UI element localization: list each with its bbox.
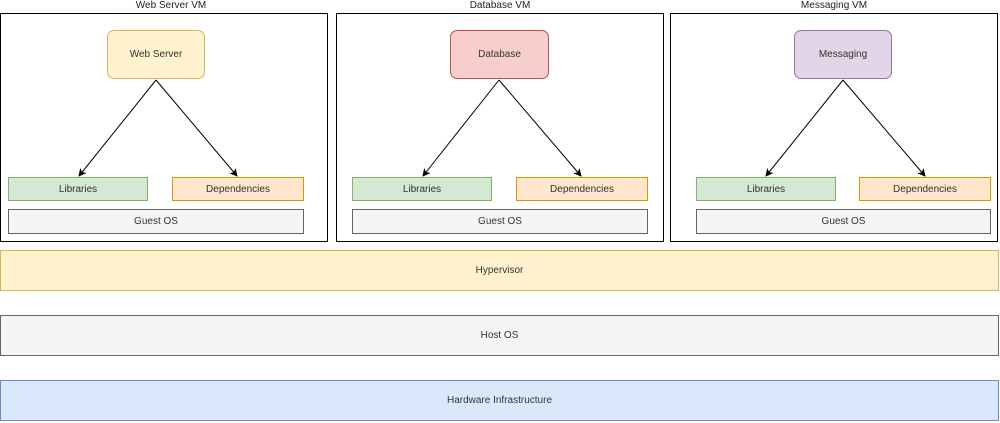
messaging-libraries-box[interactable]: Libraries: [696, 177, 836, 201]
database-dependencies-box[interactable]: Dependencies: [516, 177, 648, 201]
database-libraries-box[interactable]: Libraries: [352, 177, 492, 201]
web-server-libraries-box[interactable]: Libraries: [8, 177, 148, 201]
database-guest-os-box[interactable]: Guest OS: [352, 209, 648, 234]
hardware-infrastructure-layer[interactable]: Hardware Infrastructure: [0, 380, 999, 421]
database-vm-title: Database VM: [469, 0, 531, 11]
web-server-box[interactable]: Web Server: [107, 30, 205, 79]
web-server-dependencies-box[interactable]: Dependencies: [172, 177, 304, 201]
hypervisor-layer[interactable]: Hypervisor: [0, 250, 999, 291]
web-server-vm-title: Web Server VM: [135, 0, 207, 11]
messaging-vm-title: Messaging VM: [800, 0, 868, 11]
messaging-dependencies-box[interactable]: Dependencies: [859, 177, 991, 201]
database-box[interactable]: Database: [450, 30, 549, 79]
messaging-box[interactable]: Messaging: [794, 30, 892, 79]
web-server-guest-os-box[interactable]: Guest OS: [8, 209, 304, 234]
messaging-guest-os-box[interactable]: Guest OS: [696, 209, 991, 234]
host-os-layer[interactable]: Host OS: [0, 315, 999, 356]
